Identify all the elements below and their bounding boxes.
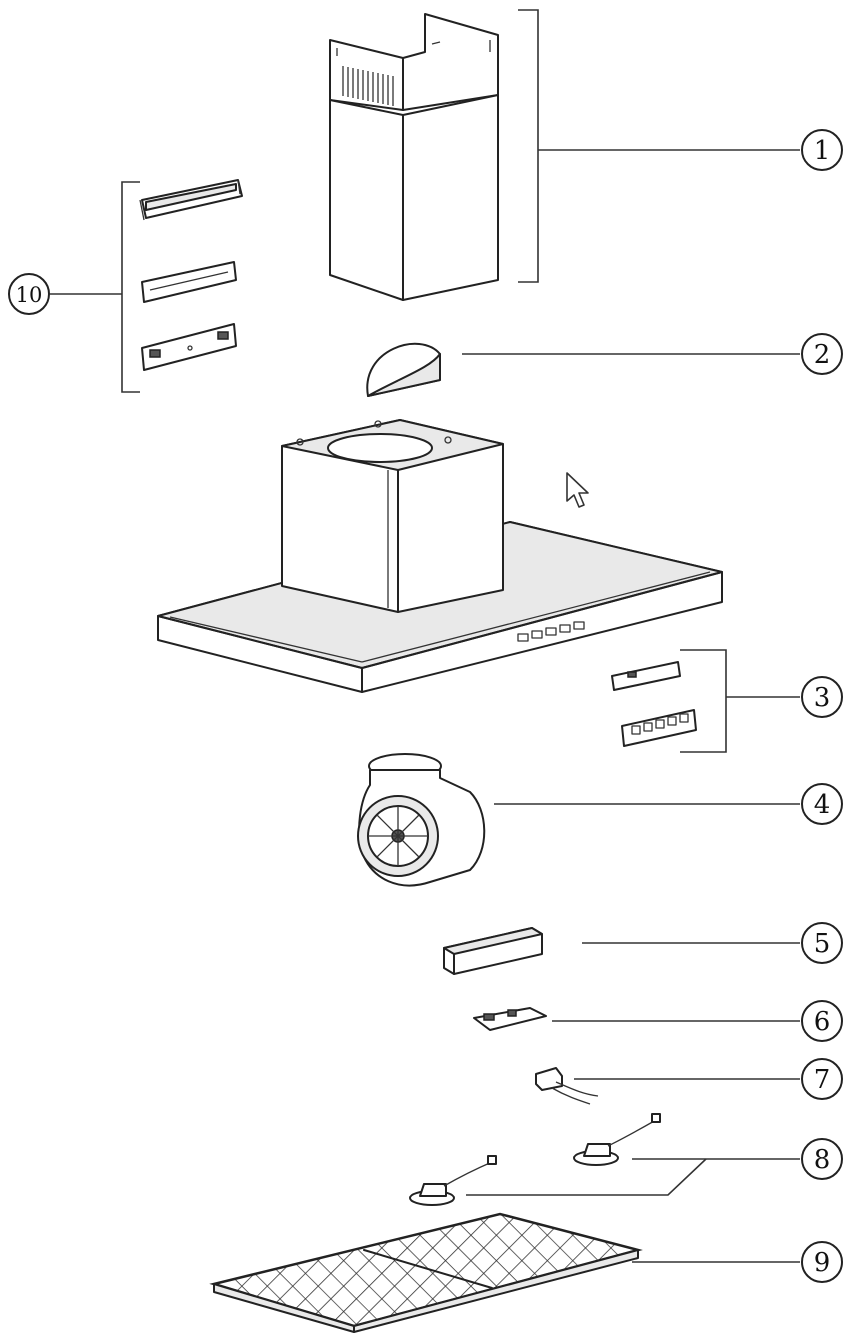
callout-label-3: 3 <box>814 683 831 713</box>
callout-label-1: 1 <box>814 136 831 166</box>
part-circuit-board <box>473 1007 547 1031</box>
callout-label-2: 2 <box>814 340 831 370</box>
callout-5: 5 <box>801 922 843 964</box>
part-capacitor <box>443 927 543 975</box>
callout-label-6: 6 <box>814 1007 831 1037</box>
callout-4: 4 <box>801 783 843 825</box>
callout-label-9: 9 <box>814 1248 831 1278</box>
part-motor-fan <box>357 753 486 887</box>
part-mounting-brackets <box>139 179 243 371</box>
callout-10: 10 <box>8 273 50 315</box>
callout-6: 6 <box>801 1000 843 1042</box>
part-chimney-cover <box>329 13 499 301</box>
hood-body <box>157 419 723 693</box>
callout-1: 1 <box>801 129 843 171</box>
part-control-panel <box>611 661 697 747</box>
callout-8: 8 <box>801 1138 843 1180</box>
callout-3: 3 <box>801 676 843 718</box>
callout-label-5: 5 <box>814 929 831 959</box>
leader-lines <box>50 9 800 1263</box>
part-grease-filters <box>209 1212 643 1333</box>
callout-9: 9 <box>801 1241 843 1283</box>
part-damper <box>366 342 441 397</box>
mouse-pointer-icon <box>566 472 589 508</box>
callout-label-8: 8 <box>814 1145 831 1175</box>
callout-label-7: 7 <box>814 1065 831 1095</box>
callout-label-10: 10 <box>16 283 43 307</box>
callout-2: 2 <box>801 333 843 375</box>
part-connector <box>535 1067 599 1105</box>
callout-label-4: 4 <box>814 790 831 820</box>
callout-7: 7 <box>801 1058 843 1100</box>
part-lamps <box>409 1113 661 1206</box>
